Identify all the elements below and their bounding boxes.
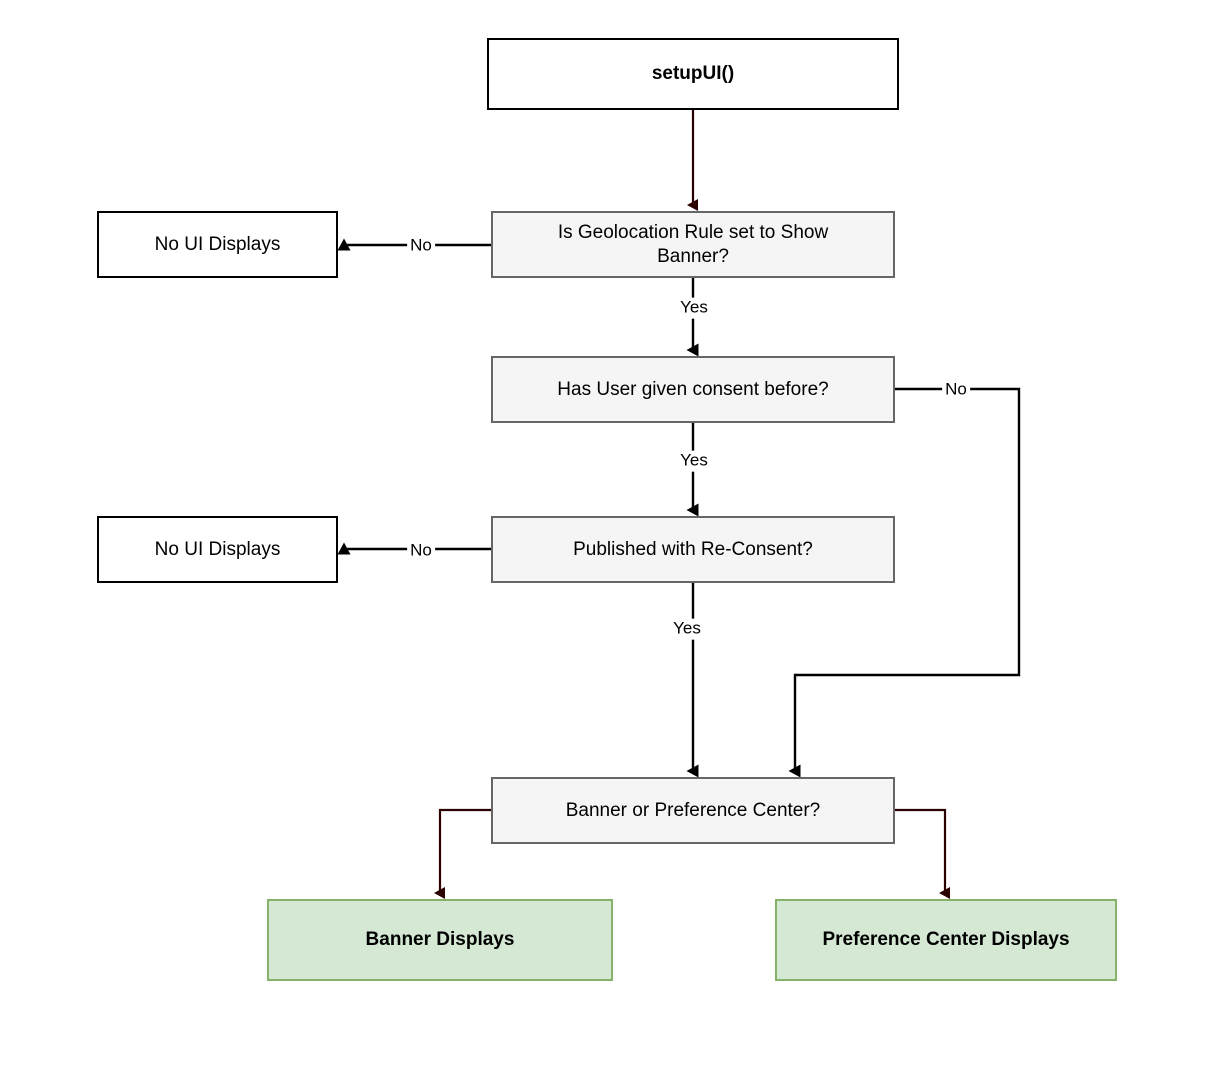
node-banner-displays: Banner Displays (267, 899, 613, 981)
node-published-reconsent: Published with Re-Consent? (491, 516, 895, 583)
edge-label-lbl-consent-no: No (942, 379, 970, 401)
node-banner-or-preference: Banner or Preference Center? (491, 777, 895, 844)
edge-label-lbl-reconsent-yes: Yes (670, 618, 704, 640)
node-preference-center-displays: Preference Center Displays (775, 899, 1117, 981)
node-label-geolocation-rule: Is Geolocation Rule set to Show Banner? (557, 222, 829, 267)
node-user-consent-before: Has User given consent before? (491, 356, 895, 423)
edge-label-lbl-geo-no: No (407, 235, 435, 257)
edge-label-lbl-geo-yes: Yes (677, 297, 711, 319)
node-label-setup-ui: setupUI() (651, 63, 735, 85)
node-label-no-ui-displays-1: No UI Displays (154, 233, 281, 255)
node-setup-ui: setupUI() (487, 38, 899, 110)
node-no-ui-displays-1: No UI Displays (97, 211, 338, 278)
node-label-banner-displays: Banner Displays (365, 929, 515, 951)
edge-label-lbl-reconsent-no: No (407, 540, 435, 562)
node-label-no-ui-displays-2: No UI Displays (154, 538, 281, 560)
edge-e-choice-preference (895, 808, 950, 899)
node-label-preference-center-displays: Preference Center Displays (822, 929, 1070, 951)
edge-e-choice-banner (434, 808, 491, 899)
node-label-user-consent-before: Has User given consent before? (557, 378, 829, 400)
node-label-banner-or-preference: Banner or Preference Center? (565, 799, 821, 821)
node-no-ui-displays-2: No UI Displays (97, 516, 338, 583)
edge-label-lbl-consent-yes: Yes (677, 450, 711, 472)
node-label-published-reconsent: Published with Re-Consent? (573, 538, 813, 560)
node-geolocation-rule: Is Geolocation Rule set to Show Banner? (491, 211, 895, 278)
